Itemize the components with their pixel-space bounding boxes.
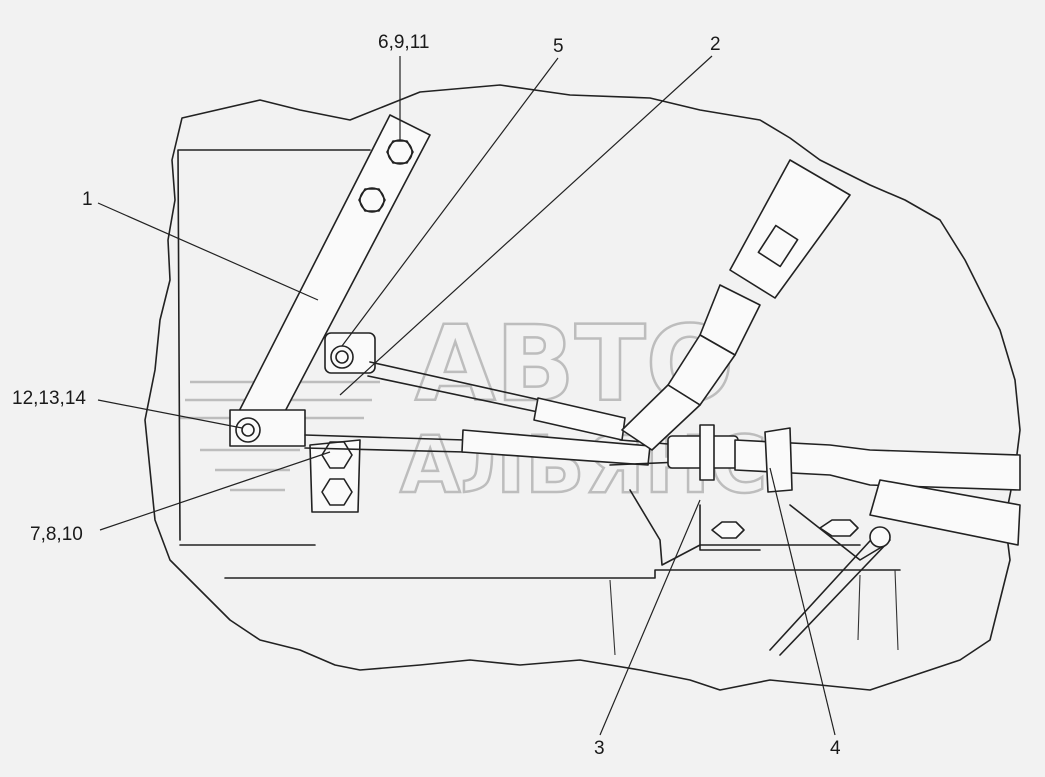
link-rod (711, 519, 891, 656)
callout-4: 4 (830, 738, 841, 759)
bolt-icon (359, 187, 385, 213)
control-rods (304, 361, 1021, 561)
bracket-arm (231, 114, 431, 441)
callout-labels: 6,9,11 5 2 1 12,13,14 7,8,10 3 4 (12, 32, 841, 759)
callout-1: 1 (82, 189, 93, 210)
leader-lines (97, 55, 836, 736)
callout-3: 3 (594, 738, 605, 759)
callout-2: 2 (710, 34, 721, 55)
callout-7-8-10: 7,8,10 (30, 524, 83, 545)
lower-frame (177, 149, 901, 656)
callout-6-9-11: 6,9,11 (378, 32, 429, 53)
lower-bracket (229, 332, 376, 513)
callout-5: 5 (553, 36, 564, 57)
callout-12-13-14: 12,13,14 (12, 388, 86, 409)
hydraulic-cylinder (621, 159, 851, 451)
